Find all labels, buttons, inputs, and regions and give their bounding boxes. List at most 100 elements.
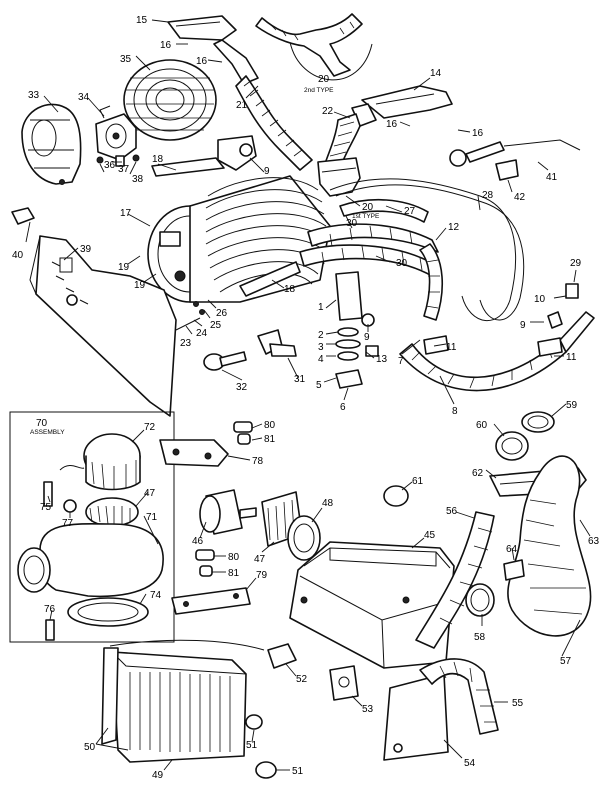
callout-32: 32 bbox=[236, 382, 248, 393]
callout-81b: 81 bbox=[228, 568, 240, 579]
callout-76: 76 bbox=[44, 604, 56, 615]
part-39-mounting-plate bbox=[29, 235, 177, 417]
part-64-bracket bbox=[503, 559, 525, 581]
part-20-second-type-inset bbox=[255, 13, 373, 81]
part-18-coil-windings bbox=[151, 157, 327, 297]
callout-39: 39 bbox=[80, 244, 92, 255]
part-55-hose bbox=[419, 658, 499, 735]
callout-18b: 18 bbox=[284, 284, 296, 295]
part-21-hose bbox=[235, 75, 313, 171]
callout-2: 2 bbox=[318, 330, 324, 341]
part-27-hose bbox=[339, 198, 429, 223]
part-57-duct bbox=[507, 455, 592, 637]
callout-52: 52 bbox=[296, 674, 308, 685]
callout-60: 60 bbox=[476, 420, 488, 431]
callout-1: 1 bbox=[318, 302, 324, 313]
callout-80b: 80 bbox=[228, 552, 240, 563]
part-33-end-cover bbox=[21, 103, 82, 185]
note-second-type: 2nd TYPE bbox=[304, 87, 334, 94]
callout-48: 48 bbox=[322, 498, 334, 509]
part-58-clamp bbox=[465, 583, 495, 617]
callout-70: 70 bbox=[36, 418, 48, 429]
callout-24: 24 bbox=[196, 328, 208, 339]
callout-11a: 11 bbox=[446, 342, 457, 353]
callout-3: 3 bbox=[318, 342, 324, 353]
part-14-demister-vent bbox=[351, 85, 453, 127]
callout-13: 13 bbox=[376, 354, 388, 365]
callout-62: 62 bbox=[472, 468, 484, 479]
callout-19b: 19 bbox=[134, 280, 146, 291]
callout-53: 53 bbox=[362, 704, 374, 715]
callout-71: 71 bbox=[146, 512, 158, 523]
part-20-first-type bbox=[317, 157, 361, 197]
callout-14: 14 bbox=[430, 68, 442, 79]
part-72-blower-motor bbox=[59, 433, 141, 491]
callout-47a: 47 bbox=[144, 488, 156, 499]
part-41-control-knob bbox=[449, 139, 581, 167]
callout-4: 4 bbox=[318, 354, 324, 365]
callout-9a: 9 bbox=[264, 166, 270, 177]
callout-18a: 18 bbox=[152, 154, 164, 165]
callout-27: 27 bbox=[404, 206, 416, 217]
callout-29: 29 bbox=[570, 258, 582, 269]
part-32-knob bbox=[203, 351, 247, 371]
part-31-switch-knob bbox=[257, 329, 297, 357]
callout-41: 41 bbox=[546, 172, 558, 183]
callout-63: 63 bbox=[588, 536, 600, 547]
callout-25: 25 bbox=[210, 320, 222, 331]
callout-28: 28 bbox=[482, 190, 494, 201]
part-59-clamp bbox=[521, 411, 555, 433]
callout-10: 10 bbox=[534, 294, 546, 305]
callout-22: 22 bbox=[322, 106, 334, 117]
callout-labels: 15 16 16 35 33 34 21 20 2nd TYPE 22 14 1… bbox=[12, 15, 600, 781]
callout-57: 57 bbox=[560, 656, 572, 667]
callout-16d: 16 bbox=[472, 128, 484, 139]
part-45-heater-box bbox=[289, 541, 455, 669]
note-first-type: 1st TYPE bbox=[352, 213, 380, 220]
part-34-motor-end bbox=[95, 105, 137, 161]
callout-78: 78 bbox=[252, 456, 264, 467]
callout-75: 75 bbox=[40, 502, 52, 513]
callout-74: 74 bbox=[150, 590, 162, 601]
parts-36-37-38 bbox=[96, 154, 140, 167]
part-60-seal bbox=[495, 431, 529, 461]
part-74-ring bbox=[67, 597, 149, 627]
callout-20-top: 20 bbox=[318, 74, 330, 85]
parts-23-26-screws bbox=[175, 301, 205, 331]
callout-61: 61 bbox=[412, 476, 424, 487]
callout-8: 8 bbox=[452, 406, 458, 417]
part-48-seal-ring bbox=[287, 515, 321, 561]
part-79-bracket bbox=[171, 587, 251, 615]
callout-47b: 47 bbox=[254, 554, 266, 565]
part-17-heater-unit bbox=[147, 175, 331, 303]
callout-59: 59 bbox=[566, 400, 578, 411]
callout-33: 33 bbox=[28, 90, 40, 101]
callout-20-mid: 20 bbox=[362, 202, 374, 213]
callout-16b: 16 bbox=[196, 56, 208, 67]
callout-56: 56 bbox=[446, 506, 458, 517]
callout-51a: 51 bbox=[246, 740, 258, 751]
callout-5: 5 bbox=[316, 380, 322, 391]
callout-37: 37 bbox=[118, 164, 130, 175]
part-51-grommets bbox=[245, 714, 277, 779]
part-46-motor bbox=[199, 489, 257, 535]
note-assembly: ASSEMBLY bbox=[30, 429, 65, 436]
callout-79: 79 bbox=[256, 570, 268, 581]
callout-12: 12 bbox=[448, 222, 460, 233]
part-49-heater-matrix bbox=[111, 651, 247, 763]
part-35-coil-drum bbox=[123, 59, 217, 141]
part-28-cable bbox=[329, 178, 525, 321]
callout-81a: 81 bbox=[264, 434, 276, 445]
part-40-clip bbox=[11, 207, 35, 225]
callout-31: 31 bbox=[294, 374, 306, 385]
part-50-seal-strip bbox=[101, 639, 265, 745]
part-78-bracket bbox=[159, 439, 229, 467]
fittings-right bbox=[361, 283, 579, 357]
callout-64: 64 bbox=[506, 544, 518, 555]
callout-30a: 30 bbox=[346, 218, 358, 229]
callout-45: 45 bbox=[424, 530, 436, 541]
callout-77: 77 bbox=[62, 518, 74, 529]
callout-23: 23 bbox=[180, 338, 192, 349]
callout-26: 26 bbox=[216, 308, 228, 319]
